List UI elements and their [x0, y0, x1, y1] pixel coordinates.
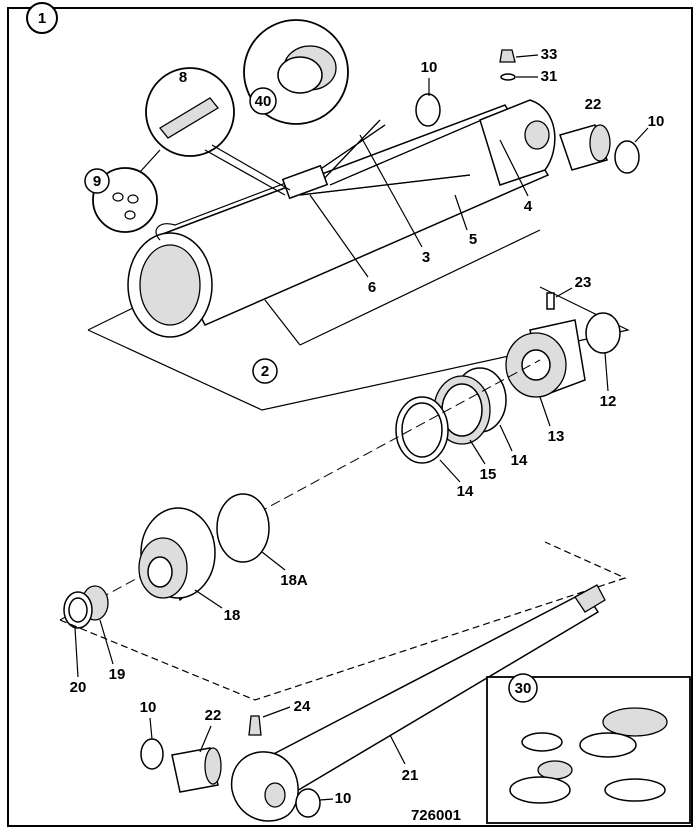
main-callout: 1	[26, 2, 58, 34]
callout-22-bottom: 22	[205, 707, 222, 724]
valve-detail: 8	[145, 67, 291, 196]
callout-3: 3	[422, 249, 430, 266]
grease-nipple-33	[499, 49, 516, 63]
callout-20: 20	[70, 679, 87, 696]
callout-18a: 18A	[280, 572, 308, 589]
piston-group: 23 12 13 14 15 14	[395, 274, 621, 500]
callout-15: 15	[480, 466, 497, 483]
callout-23: 23	[575, 274, 592, 291]
callout-4: 4	[524, 198, 533, 215]
o-ring-18a	[216, 493, 270, 563]
piston-rod	[230, 584, 606, 822]
callout-21: 21	[402, 767, 419, 784]
callout-12: 12	[600, 393, 617, 410]
callout-22-top: 22	[585, 96, 602, 113]
pipes	[281, 109, 506, 200]
pin-23	[546, 292, 555, 310]
callout-13: 13	[548, 428, 565, 445]
insert-detail-cap: 40	[243, 19, 349, 125]
callout-24: 24	[294, 698, 311, 715]
callout-6: 6	[368, 279, 376, 296]
callout-14-left: 14	[457, 483, 474, 500]
ring-10-bottom-right	[295, 788, 321, 818]
callout-2: 2	[261, 363, 269, 380]
callout-10-bottom-right: 10	[335, 790, 352, 807]
callout-40: 40	[255, 93, 272, 110]
gland-18	[138, 507, 216, 602]
callout-33: 33	[541, 46, 558, 63]
callout-5: 5	[469, 231, 477, 248]
callout-10-right: 10	[648, 113, 665, 130]
ring-10-right	[614, 140, 640, 174]
cylinder-barrel	[127, 104, 550, 338]
o-rings-detail: 9	[84, 149, 161, 233]
main-callout-label: 1	[38, 10, 46, 27]
callout-18: 18	[224, 607, 241, 624]
callout-19: 19	[109, 666, 126, 683]
callout-8: 8	[179, 69, 187, 86]
callout-31: 31	[541, 68, 558, 85]
ring-12	[585, 312, 621, 354]
grease-nipple-24	[248, 715, 262, 736]
rod-assembly-outline	[59, 541, 627, 701]
top-small-parts: 10 33 31 22 10	[415, 46, 665, 174]
callout-10-top: 10	[421, 59, 438, 76]
callout-30: 30	[515, 680, 532, 697]
ring-10-bottom-left	[140, 738, 164, 770]
callout-9: 9	[93, 173, 101, 190]
callout-2-circle	[252, 358, 278, 384]
ring-10-top	[415, 93, 441, 127]
washer-31	[500, 73, 516, 81]
frame-border	[7, 7, 693, 827]
cylinder-eye-top	[479, 99, 556, 186]
drawing-number: 726001	[411, 807, 461, 824]
cylinder-assembly-outline	[87, 286, 630, 411]
seal-kit-box: 30	[486, 673, 691, 824]
manifold-block	[281, 164, 329, 200]
callout-14-right: 14	[511, 452, 528, 469]
callout-10-bottom-left: 10	[140, 699, 157, 716]
